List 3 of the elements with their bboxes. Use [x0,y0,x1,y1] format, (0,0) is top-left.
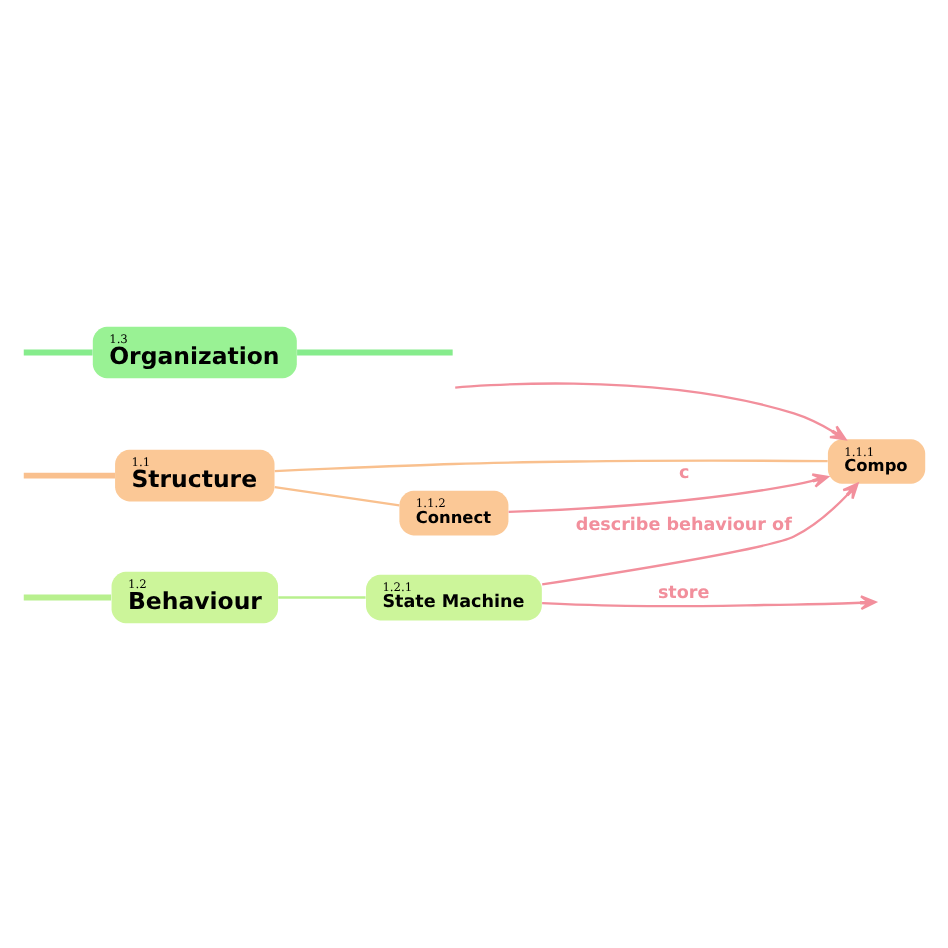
edge-label: store [657,582,710,603]
edge-label: c [679,462,690,483]
edge-label: describe behaviour of [575,514,792,535]
